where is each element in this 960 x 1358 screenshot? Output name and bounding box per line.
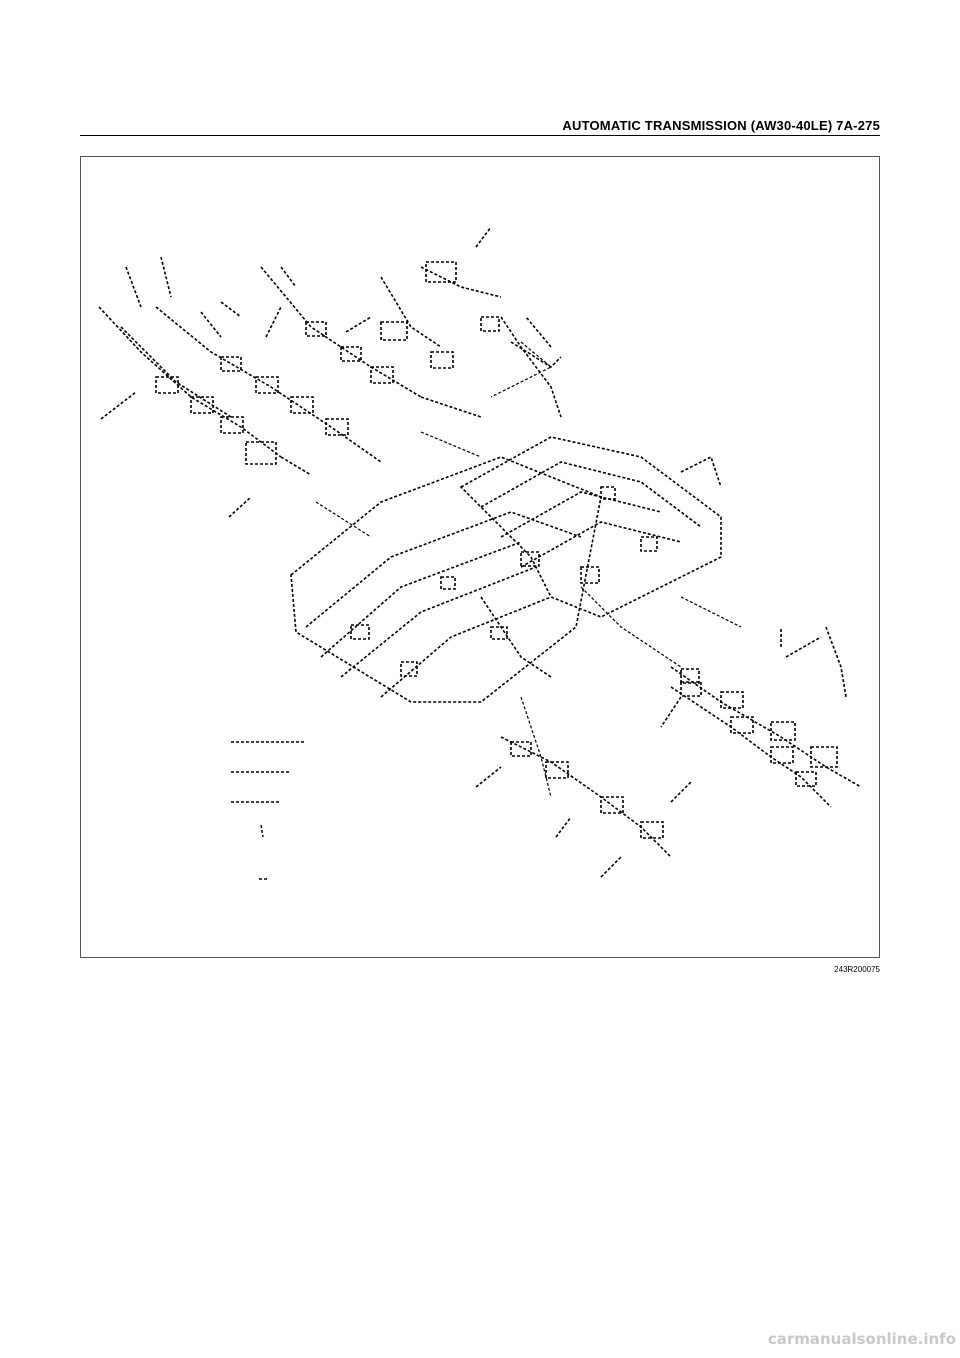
assembly-guide-lines — [315, 341, 742, 798]
watermark: carmanualsonline.info — [767, 1330, 956, 1348]
lower-right-valve-train — [670, 626, 862, 788]
lower-center-valve-train — [660, 681, 832, 808]
upper-valve-body — [459, 436, 722, 618]
upper-right-valve-train — [380, 226, 562, 418]
figure-id: 243R200075 — [834, 965, 880, 974]
middle-left-valve-train — [155, 301, 382, 463]
header-rule — [80, 135, 880, 136]
upper-middle-valve-train — [260, 266, 482, 418]
exploded-view-figure — [80, 156, 880, 958]
bottom-center-valve-train — [475, 736, 692, 878]
upper-left-valve-train — [98, 256, 312, 518]
valve-body-exploded-diagram — [98, 226, 862, 880]
page-header: AUTOMATIC TRANSMISSION (AW30-40LE) 7A-27… — [562, 118, 880, 133]
legend-symbols — [231, 741, 306, 880]
lower-valve-body — [290, 456, 602, 703]
